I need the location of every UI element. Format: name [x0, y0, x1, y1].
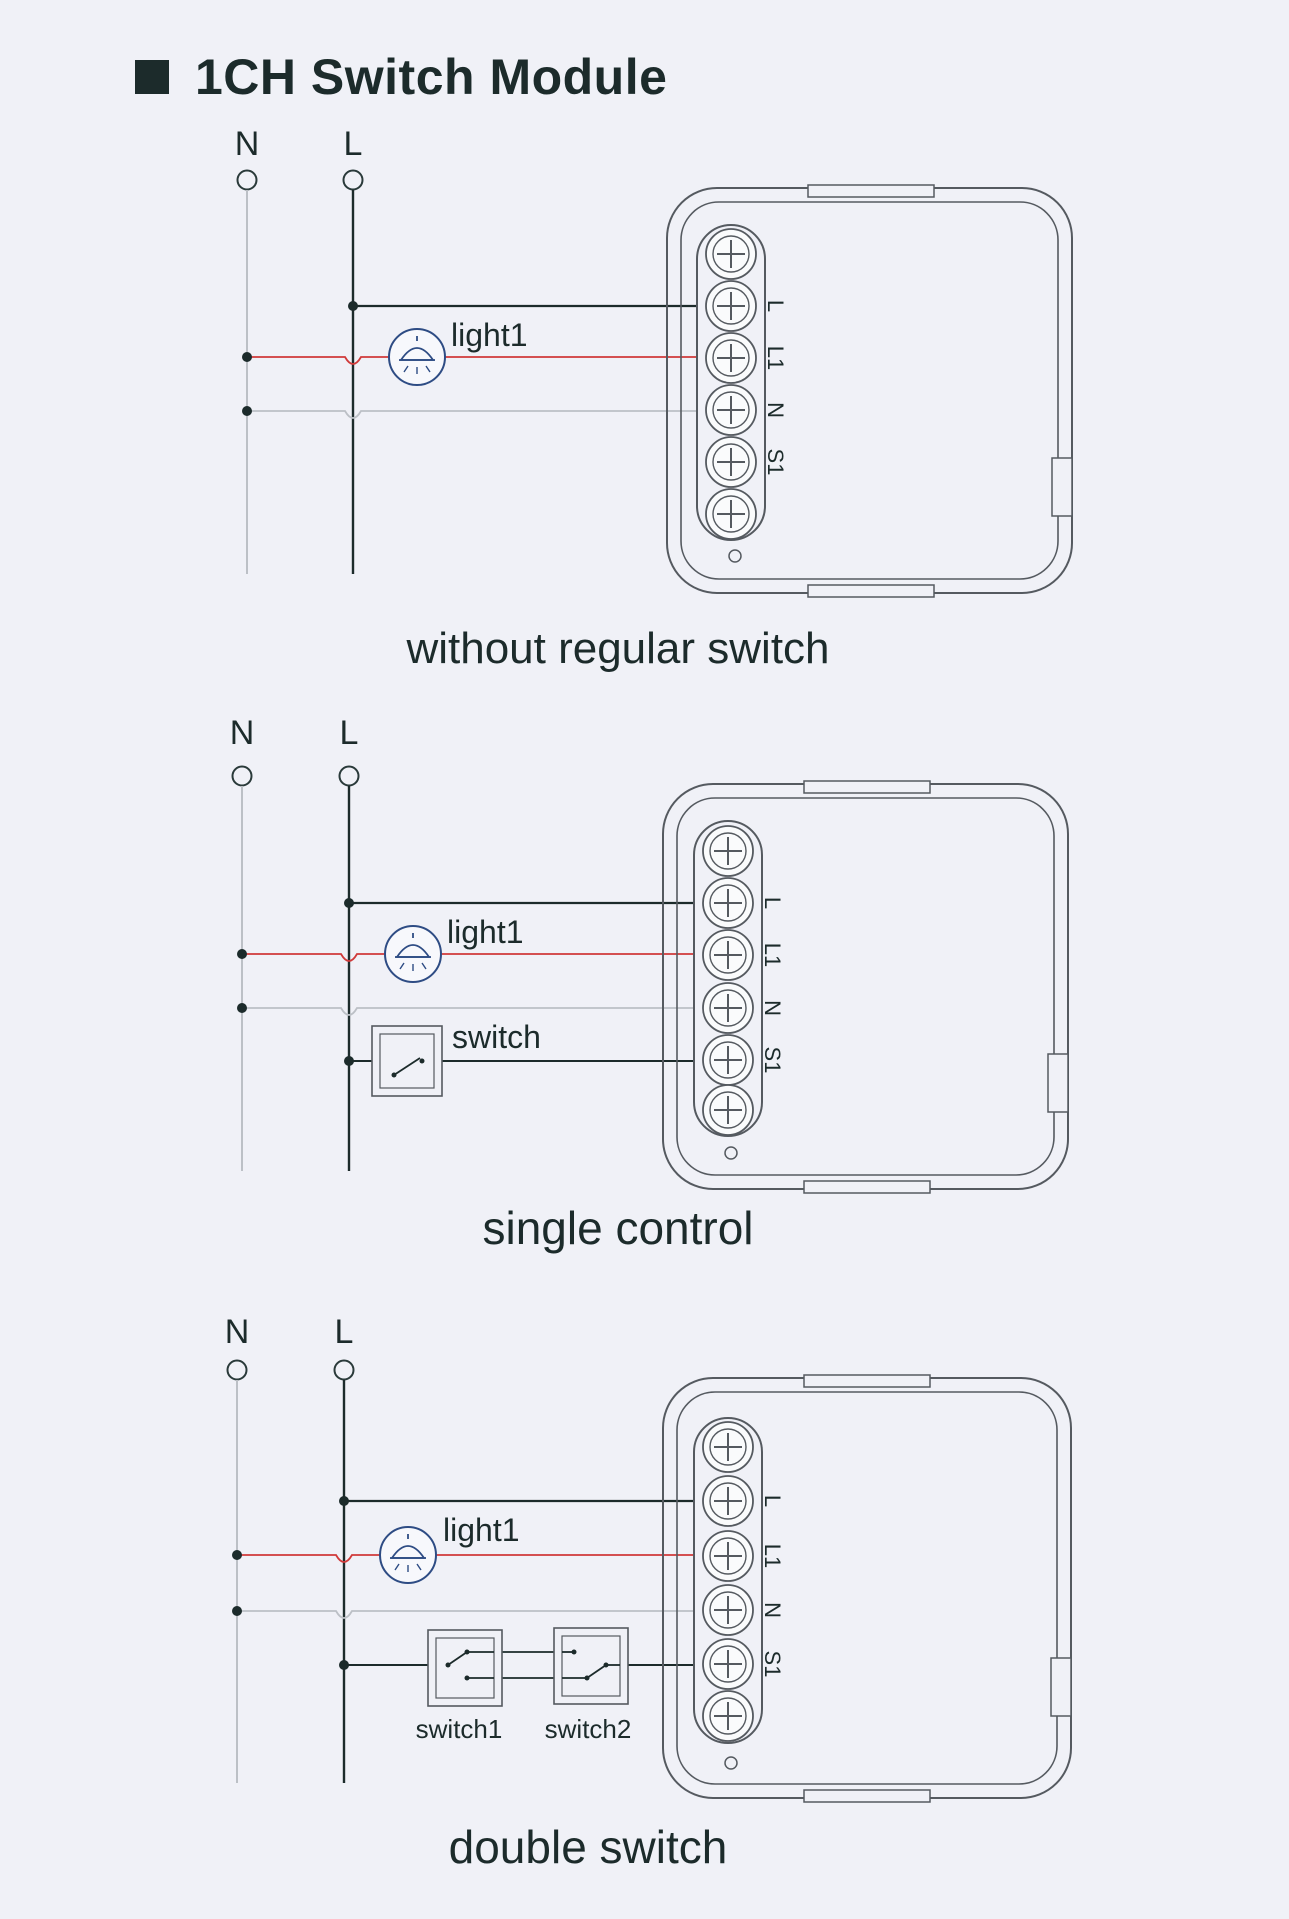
terminal-label-l1: L1	[760, 943, 785, 967]
terminal-label-l1: L1	[760, 1544, 785, 1568]
terminal-l-circle	[333, 1359, 355, 1381]
lamp-label: light1	[447, 914, 524, 950]
lamp-icon	[388, 328, 446, 386]
junction-dot	[339, 1660, 349, 1670]
neutral-to-n-wire	[237, 1610, 727, 1619]
screw-terminal	[702, 825, 754, 877]
lamp-icon	[384, 925, 442, 983]
terminal-label-s1: S1	[760, 1651, 785, 1678]
junction-dot	[339, 1496, 349, 1506]
screw-terminal	[705, 436, 757, 488]
terminal-label-l: L	[760, 897, 785, 909]
switch1-label: switch1	[416, 1714, 503, 1744]
diagram-caption: without regular switch	[405, 624, 829, 673]
junction-dot	[344, 1056, 354, 1066]
junction-dot	[237, 1003, 247, 1013]
terminal-l-circle	[342, 169, 364, 191]
terminal-label-n: N	[760, 1000, 785, 1016]
switch-label: switch	[452, 1019, 541, 1055]
title-bullet-square	[135, 60, 169, 94]
bus-label-n: N	[235, 125, 260, 163]
bus-label-l: L	[344, 125, 363, 163]
load-wire	[237, 1554, 727, 1563]
terminal-label-s1: S1	[760, 1047, 785, 1074]
wall-switch-icon	[371, 1025, 443, 1097]
switch-module: L L1 N S1	[662, 1374, 1072, 1803]
screw-terminal	[702, 1475, 754, 1527]
bus-label-l: L	[335, 1313, 354, 1351]
screw-terminal	[702, 1638, 754, 1690]
bus-label-l: L	[340, 714, 359, 752]
load-wire	[247, 356, 730, 365]
terminal-label-l: L	[760, 1495, 785, 1507]
screw-terminal	[702, 1421, 754, 1473]
junction-dot	[242, 352, 252, 362]
terminal-l-circle	[338, 765, 360, 787]
bus-label-n: N	[230, 714, 255, 752]
terminal-n-circle	[231, 765, 253, 787]
junction-dot	[232, 1606, 242, 1616]
terminal-n-circle	[226, 1359, 248, 1381]
diagram-single-control: N L light1	[230, 714, 1069, 1254]
diagram-without-regular-switch: N L li	[235, 125, 1073, 673]
two-way-switch-1-icon	[427, 1629, 503, 1707]
bus-label-n: N	[225, 1313, 250, 1351]
two-way-switch-2-icon	[553, 1627, 629, 1705]
screw-terminal	[702, 1084, 754, 1136]
screw-terminal	[705, 488, 757, 540]
screw-terminal	[702, 929, 754, 981]
terminal-label-n: N	[763, 402, 788, 418]
diagram-double-switch: N L light1	[225, 1313, 1072, 1873]
junction-dot	[232, 1550, 242, 1560]
screw-terminal	[702, 1584, 754, 1636]
screw-terminal	[702, 1530, 754, 1582]
neutral-to-n-wire	[242, 1007, 727, 1016]
title-text: 1CH Switch Module	[195, 49, 668, 105]
lamp-label: light1	[443, 1512, 520, 1548]
terminal-label-l1: L1	[763, 346, 788, 370]
screw-terminal	[702, 1034, 754, 1086]
screw-terminal	[705, 332, 757, 384]
screw-terminal	[705, 228, 757, 280]
junction-dot	[348, 301, 358, 311]
terminal-label-n: N	[760, 1602, 785, 1618]
neutral-to-n-wire	[247, 410, 730, 419]
junction-dot	[344, 898, 354, 908]
page-title: 1CH Switch Module	[135, 48, 667, 106]
lamp-label: light1	[451, 317, 528, 353]
switch-module: L L1 N S1	[662, 780, 1069, 1194]
screw-terminal	[702, 1690, 754, 1742]
switch2-label: switch2	[545, 1714, 632, 1744]
screw-terminal	[705, 384, 757, 436]
junction-dot	[237, 949, 247, 959]
screw-terminal	[702, 877, 754, 929]
terminal-label-s1: S1	[763, 449, 788, 476]
terminal-n-circle	[236, 169, 258, 191]
screw-terminal	[705, 280, 757, 332]
lamp-icon	[379, 1526, 437, 1584]
terminal-label-l: L	[763, 300, 788, 312]
diagram-caption: double switch	[449, 1821, 728, 1873]
diagram-caption: single control	[482, 1202, 753, 1254]
junction-dot	[242, 406, 252, 416]
screw-terminal	[702, 982, 754, 1034]
switch-module: L L1 N S1	[666, 184, 1073, 598]
load-wire	[242, 953, 727, 962]
